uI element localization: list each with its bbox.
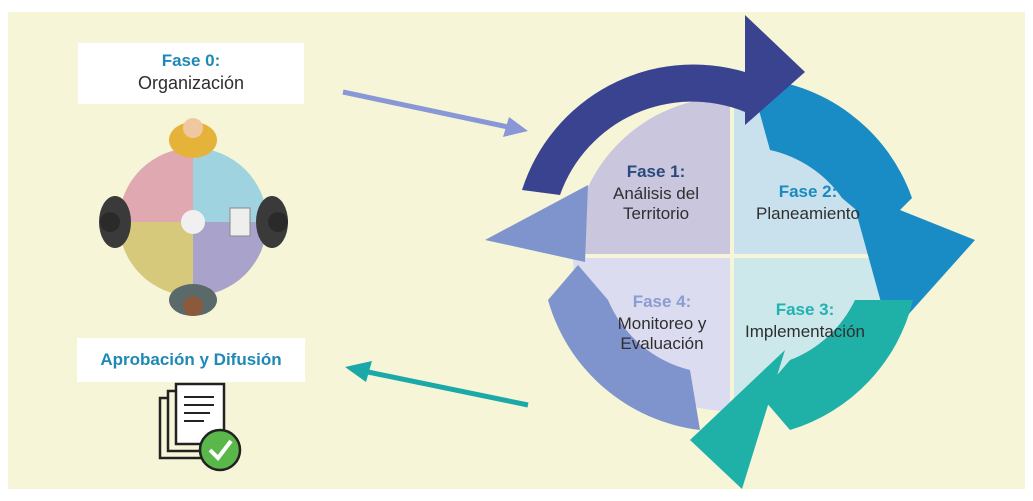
phase-4-line-2: Evaluación bbox=[620, 334, 704, 353]
phase-0-box: Fase 0: Organización bbox=[78, 43, 304, 104]
arrow-top-left-head bbox=[745, 15, 805, 125]
meeting-table-icon bbox=[99, 118, 288, 316]
quadrant-3-label: Fase 3: Implementación bbox=[738, 300, 872, 342]
arrow-bottom-right-head bbox=[690, 350, 785, 489]
quadrant-4-label: Fase 4: Monitoreo y Evaluación bbox=[596, 292, 728, 354]
arrow-right-head bbox=[850, 190, 975, 335]
quadrant-1-label: Fase 1: Análisis del Territorio bbox=[590, 162, 722, 224]
phase-3-line-1: Implementación bbox=[744, 322, 865, 341]
phase-1-line-2: Territorio bbox=[622, 204, 690, 223]
pointer-out-head bbox=[345, 361, 372, 382]
pointer-in-head bbox=[503, 117, 528, 137]
pointer-in-arrow bbox=[342, 89, 509, 130]
phase-2-title: Fase 2: bbox=[778, 182, 838, 201]
phase-0-subtitle: Organización bbox=[137, 73, 245, 93]
quadrant-2-label: Fase 2: Planeamiento bbox=[742, 182, 874, 224]
approved-documents-icon bbox=[158, 382, 242, 472]
quadrant-4 bbox=[573, 258, 730, 411]
arrow-top-left-segment bbox=[522, 64, 745, 195]
phase-3-title: Fase 3: bbox=[775, 300, 835, 319]
quadrant-1 bbox=[573, 97, 730, 254]
phase-2-line-1: Planeamiento bbox=[756, 204, 860, 223]
phase-4-line-1: Monitoreo y bbox=[617, 314, 707, 333]
arrow-right-segment bbox=[750, 78, 912, 230]
phase-0-title: Fase 0: bbox=[161, 51, 221, 70]
arrow-bottom-right-segment bbox=[760, 300, 913, 430]
phase-1-line-1: Análisis del bbox=[613, 184, 699, 203]
pointer-out-arrow bbox=[367, 369, 529, 408]
approval-box: Aprobación y Difusión bbox=[77, 338, 305, 382]
approval-label: Aprobación y Difusión bbox=[100, 350, 282, 369]
phase-1-title: Fase 1: bbox=[626, 162, 686, 181]
phase-4-title: Fase 4: bbox=[632, 292, 692, 311]
arrow-left-head bbox=[485, 185, 588, 262]
arrow-left-segment bbox=[548, 265, 700, 430]
